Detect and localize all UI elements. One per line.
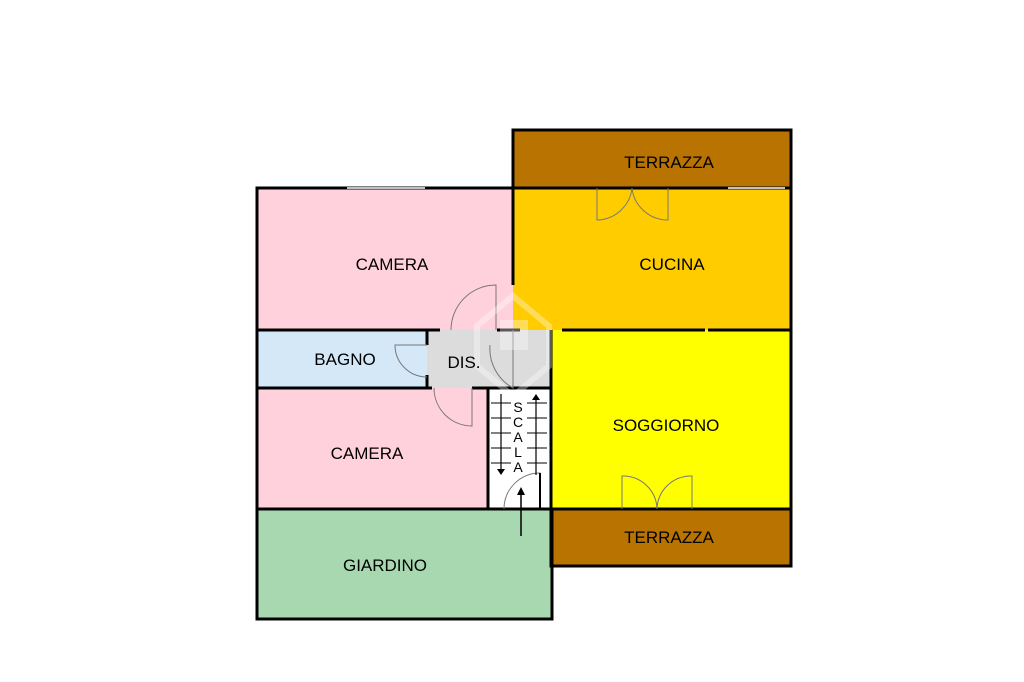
label-terrazza-north: TERRAZZA — [624, 153, 714, 172]
stair-letter: A — [513, 459, 523, 475]
room-terrazza-north — [513, 130, 791, 188]
stair-letter: L — [514, 444, 522, 460]
room-disimpegno — [427, 330, 551, 388]
stair-letter: S — [513, 399, 522, 415]
door-cucina-terrazza — [596, 187, 669, 221]
label-cucina: CUCINA — [639, 255, 705, 274]
staircase: S C A L A — [491, 394, 547, 536]
door-swings — [394, 187, 693, 510]
stair-letter: C — [513, 414, 523, 430]
stair-letter: A — [513, 429, 523, 445]
label-terrazza-south: TERRAZZA — [624, 528, 714, 547]
door-dis-soggiorno — [489, 330, 514, 389]
room-camera-top — [257, 188, 513, 330]
door-camera-bottom — [433, 387, 473, 427]
label-camera-top: CAMERA — [356, 255, 429, 274]
door-stair-entry — [503, 472, 541, 510]
room-cucina — [513, 188, 791, 330]
door-soggiorno-terrazza — [621, 475, 693, 510]
label-camera-bottom: CAMERA — [331, 444, 404, 463]
door-bagno-dis — [394, 344, 428, 378]
room-camera-bottom — [257, 388, 487, 509]
label-bagno: BAGNO — [314, 350, 375, 369]
label-soggiorno: SOGGIORNO — [613, 416, 720, 435]
watermark-logo — [474, 292, 552, 400]
room-giardino — [257, 509, 552, 619]
walls — [255, 128, 793, 621]
label-giardino: GIARDINO — [343, 556, 427, 575]
room-terrazza-south — [551, 509, 791, 566]
label-disimpegno: DIS. — [447, 353, 480, 372]
room-soggiorno — [551, 330, 791, 509]
door-camera-dis — [450, 284, 497, 331]
